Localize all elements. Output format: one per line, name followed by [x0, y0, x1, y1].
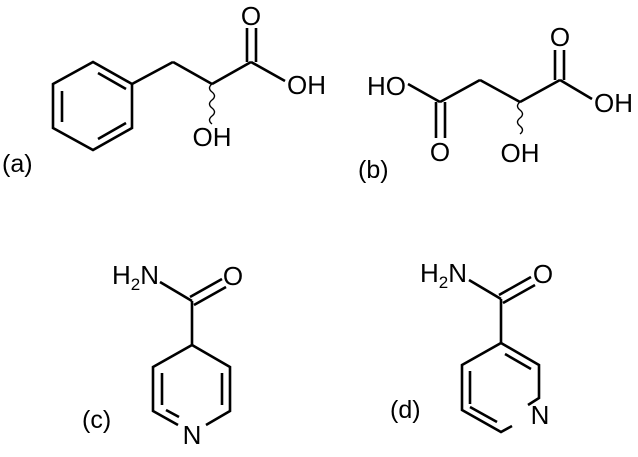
carbonyl-double-bond: [189, 277, 223, 299]
atom-label: N: [531, 400, 550, 430]
left-acid-oh-bond: [407, 82, 441, 104]
amide-n-bond: [159, 280, 193, 303]
carbonyl-double-bond: [498, 275, 532, 297]
atom-label: O: [430, 137, 450, 167]
benzene-ring: [51, 60, 134, 152]
carboxyl-carbon-bond: [519, 78, 561, 104]
atom-label: N: [183, 420, 202, 450]
wavy-stereo-bond: [208, 83, 216, 125]
atom-label: HO: [367, 71, 406, 101]
pyridine-ring: [151, 343, 232, 427]
pyridine-ring: [460, 341, 541, 434]
molecule-a: O OH OH (a): [2, 1, 326, 178]
alpha-carbon-bond: [172, 60, 213, 86]
molecule-b: HO O O OH OH (b): [358, 22, 633, 184]
atom-label: OH: [594, 88, 633, 118]
panel-label: (a): [2, 150, 33, 178]
atom-label: H2N: [112, 260, 159, 294]
alpha-carbon-bond: [479, 78, 521, 104]
panel-label: (c): [82, 406, 111, 434]
atom-label: O: [533, 259, 553, 289]
atom-label: OH: [501, 138, 540, 168]
acid-oh-bond: [250, 60, 286, 83]
molecule-d: H2N O N (d): [390, 258, 553, 434]
atom-label: O: [550, 22, 570, 52]
amide-n-bond: [468, 278, 502, 301]
ch2-bond: [439, 78, 481, 104]
panel-label: (b): [358, 156, 389, 184]
atom-label: OH: [287, 70, 326, 100]
carbonyl-double-bond: [193, 285, 227, 307]
ch2-bond: [131, 60, 174, 86]
carboxyl-carbon-bond: [211, 60, 252, 86]
atom-label: OH: [193, 122, 232, 152]
molecule-c: H2N O N (c): [82, 260, 243, 450]
right-acid-oh-bond: [559, 78, 593, 101]
atom-label: O: [241, 1, 261, 31]
atom-label: O: [223, 261, 243, 291]
atom-label: H2N: [420, 258, 467, 292]
wavy-stereo-bond: [516, 101, 524, 135]
panel-label: (d): [390, 396, 421, 424]
carbonyl-double-bond: [502, 283, 536, 305]
